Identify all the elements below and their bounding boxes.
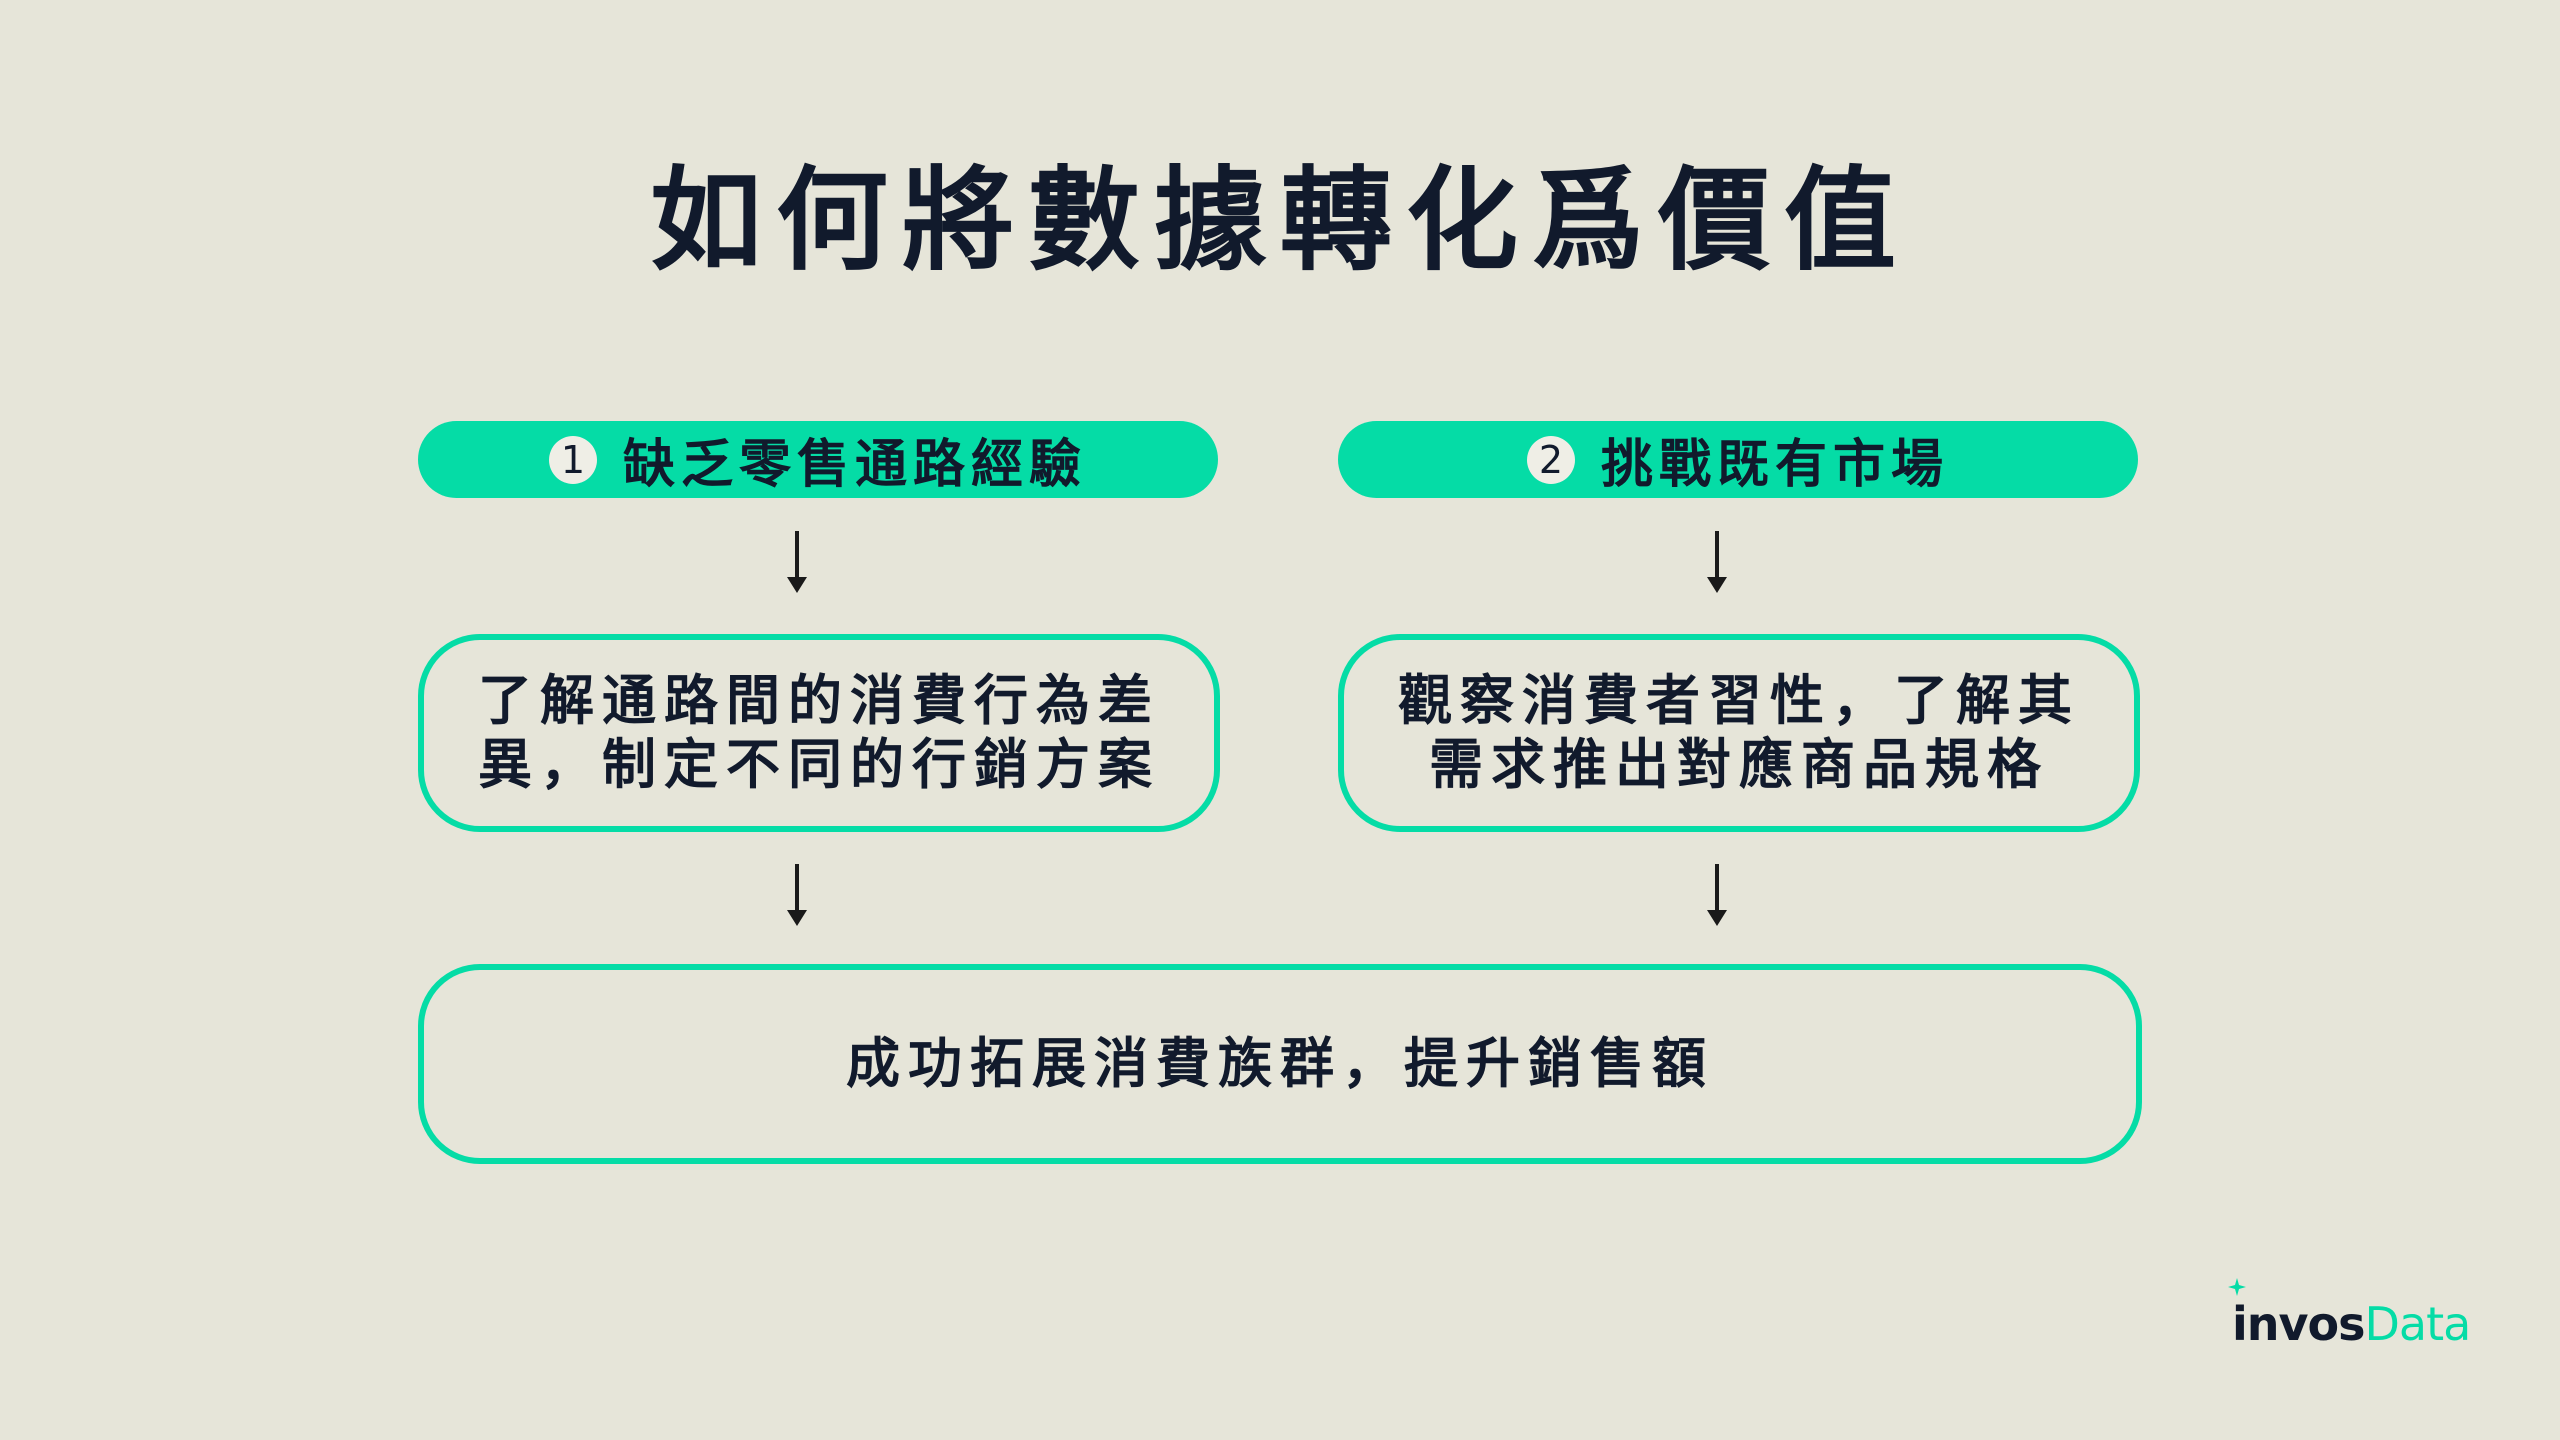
detail-line: 異，制定不同的行銷方案 [478, 733, 1160, 796]
result-box: 成功拓展消費族群，提升銷售額 [418, 964, 2142, 1164]
step-heading-label: 缺乏零售通路經驗 [622, 435, 1087, 495]
step-number-badge: 2 [1526, 435, 1575, 484]
step-number-badge: 1 [548, 435, 597, 484]
detail-line: 觀察消費者習性，了解其 [1398, 669, 2080, 732]
step-1-heading: 1 缺乏零售通路經驗 [418, 421, 1218, 498]
sparkle-icon [2228, 1278, 2246, 1296]
step-2-detail: 觀察消費者習性，了解其 需求推出對應商品規格 [1338, 634, 2140, 832]
detail-line: 了解通路間的消費行為差 [478, 669, 1160, 732]
logo-part1: invos [2232, 1297, 2365, 1351]
logo-part2: Data [2364, 1297, 2471, 1351]
detail-line: 需求推出對應商品規格 [1429, 733, 2049, 796]
arrow-down-icon [1707, 531, 1727, 593]
arrow-down-icon [1707, 864, 1727, 926]
step-1-detail: 了解通路間的消費行為差 異，制定不同的行銷方案 [418, 634, 1220, 832]
step-heading-label: 挑戰既有市場 [1600, 435, 1949, 495]
page-title: 如何將數據轉化爲價值 [650, 156, 1910, 286]
brand-logo: invosData [2228, 1278, 2471, 1352]
result-text: 成功拓展消費族群，提升銷售額 [846, 1032, 1714, 1095]
step-2-heading: 2 挑戰既有市場 [1338, 421, 2138, 498]
arrow-down-icon [787, 864, 807, 926]
arrow-down-icon [787, 531, 807, 593]
